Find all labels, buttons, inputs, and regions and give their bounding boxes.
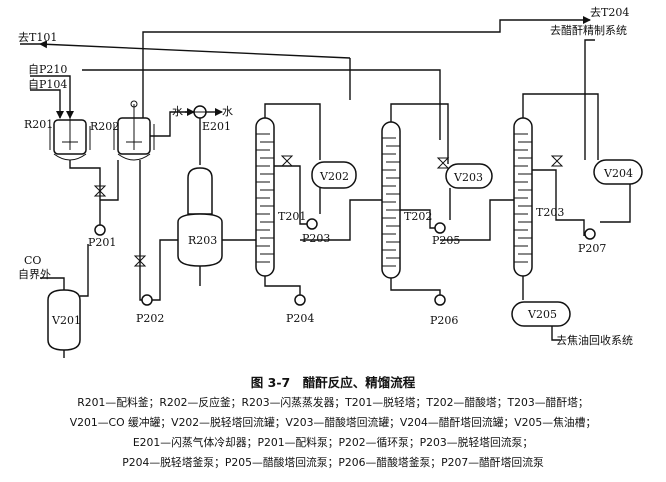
t202-column	[300, 103, 449, 300]
label-from-p210: 自P210	[28, 63, 67, 76]
figure-caption: 图 3-7 醋酐反应、精馏流程	[250, 375, 416, 390]
label-r202: R202	[90, 120, 119, 133]
label-v204: V204	[603, 167, 633, 180]
label-from-boundary: 自界外	[18, 268, 51, 281]
diagram-labels: 去T204 去醋酐精制系统 去T101 自P210 自P104 R201 R20…	[18, 6, 633, 347]
label-p206: P206	[430, 314, 458, 327]
legend-line: E201—闪蒸气体冷却器；P201—配料泵；P202—循环泵；P203—脱轻塔回…	[132, 436, 534, 449]
v201-vessel	[40, 244, 89, 358]
label-p203: P203	[302, 232, 330, 245]
v202-vessel	[311, 161, 357, 214]
label-from-p104: 自P104	[28, 78, 67, 91]
t203-column	[440, 93, 599, 300]
label-v205: V205	[527, 308, 557, 321]
r203-vessel	[177, 167, 263, 286]
e201-cooler	[185, 105, 223, 165]
legend-line: P204—脱轻塔釜泵；P205—醋酸塔回流泵；P206—醋酸塔釜泵；P207—醋…	[122, 456, 544, 469]
label-water-out: 水	[222, 105, 233, 118]
label-p201: P201	[88, 236, 116, 249]
label-t201: T201	[278, 210, 306, 223]
label-t203: T203	[536, 206, 564, 219]
t201-column	[255, 103, 321, 296]
top-piping	[20, 16, 595, 160]
label-r201: R201	[24, 118, 53, 131]
label-to-tar: 去焦油回收系统	[556, 333, 633, 347]
r202-vessel	[113, 100, 155, 161]
label-t202: T202	[404, 210, 432, 223]
label-e201: E201	[202, 120, 231, 133]
figure-legend: R201—配料釜；R202—反应釜；R203—闪蒸蒸发器；T201—脱轻塔；T2…	[6, 393, 660, 473]
label-p204: P204	[286, 312, 314, 325]
label-to-refining: 去醋酐精制系统	[550, 23, 627, 37]
label-to-t101: 去T101	[18, 31, 57, 44]
label-r203: R203	[188, 234, 217, 247]
pump-symbols	[94, 218, 596, 306]
r201-vessel	[49, 110, 91, 161]
v204-vessel	[593, 159, 643, 223]
label-co: CO	[24, 254, 41, 267]
v203-vessel	[445, 163, 493, 220]
label-to-t204: 去T204	[590, 6, 629, 19]
label-v203: V203	[453, 171, 483, 184]
label-p207: P207	[578, 242, 606, 255]
v205-vessel	[511, 301, 571, 341]
label-p202: P202	[136, 312, 164, 325]
process-flow-diagram: 去T204 去醋酐精制系统 去T101 自P210 自P104 R201 R20…	[18, 6, 643, 358]
legend-line: V201—CO 缓冲罐；V202—脱轻塔回流罐；V203—醋酸塔回流罐；V204…	[69, 416, 597, 429]
label-water-in: 水	[172, 105, 183, 118]
label-v201: V201	[51, 314, 81, 327]
label-p205: P205	[432, 234, 460, 247]
legend-line: R201—配料釜；R202—反应釜；R203—闪蒸蒸发器；T201—脱轻塔；T2…	[77, 396, 589, 409]
label-v202: V202	[319, 170, 349, 183]
